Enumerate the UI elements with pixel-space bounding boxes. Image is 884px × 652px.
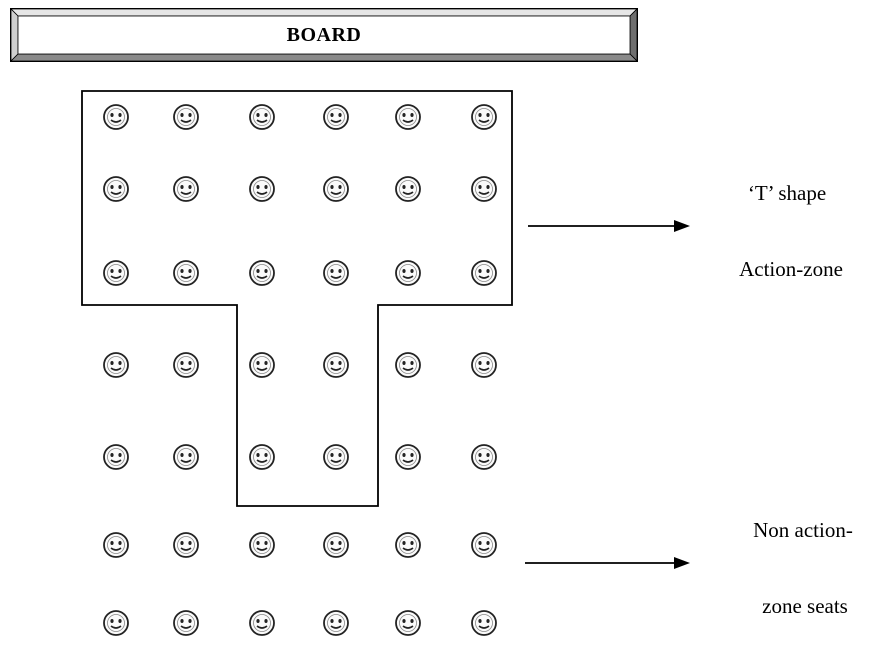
seat-icon xyxy=(393,102,423,132)
seat-icon xyxy=(247,102,277,132)
seat-icon xyxy=(469,442,499,472)
seat-icon xyxy=(101,608,131,638)
seat-icon xyxy=(171,258,201,288)
seat-icon xyxy=(469,608,499,638)
seat-icon xyxy=(469,258,499,288)
seat-icon xyxy=(393,258,423,288)
seat-icon xyxy=(393,350,423,380)
seat-icon xyxy=(171,350,201,380)
seat-icon xyxy=(469,350,499,380)
seat-icon xyxy=(393,608,423,638)
board-label: BOARD xyxy=(286,24,362,46)
seat-icon xyxy=(101,174,131,204)
seat-icon xyxy=(469,102,499,132)
seat-icon xyxy=(393,174,423,204)
seat-icon xyxy=(101,102,131,132)
board-frame xyxy=(10,8,638,62)
seat-icon xyxy=(171,530,201,560)
seat-icon xyxy=(393,530,423,560)
seat-icon xyxy=(321,258,351,288)
arrow-non-action-zone xyxy=(525,557,690,569)
seat-icon xyxy=(247,608,277,638)
seat-icon xyxy=(101,530,131,560)
seat-icon xyxy=(469,530,499,560)
seat-icon xyxy=(171,174,201,204)
seat-icon xyxy=(321,174,351,204)
seat-icon xyxy=(171,102,201,132)
seat-icon xyxy=(469,174,499,204)
seat-icon xyxy=(321,530,351,560)
non-action-zone-label-line1: Non action- xyxy=(753,518,853,542)
action-zone-label-line2: Action-zone xyxy=(739,257,843,281)
seat-icon xyxy=(247,350,277,380)
seat-icon xyxy=(321,102,351,132)
seat-icon xyxy=(101,258,131,288)
seat-icon xyxy=(247,258,277,288)
arrow-action-zone xyxy=(528,220,690,232)
seat-icon xyxy=(171,608,201,638)
action-zone-label-line1: ‘T’ shape xyxy=(747,181,827,205)
seat-icon xyxy=(393,442,423,472)
seat-icon xyxy=(247,530,277,560)
non-action-zone-label-line2: zone seats xyxy=(762,594,848,618)
seat-icon xyxy=(101,442,131,472)
board: BOARD xyxy=(10,8,638,62)
seat-icon xyxy=(321,350,351,380)
seat-icon xyxy=(171,442,201,472)
seat-icon xyxy=(247,442,277,472)
seat-icon xyxy=(101,350,131,380)
seat-icon xyxy=(321,442,351,472)
seat-icon xyxy=(247,174,277,204)
t-shape-action-zone-outline xyxy=(81,90,513,507)
seat-icon xyxy=(321,608,351,638)
